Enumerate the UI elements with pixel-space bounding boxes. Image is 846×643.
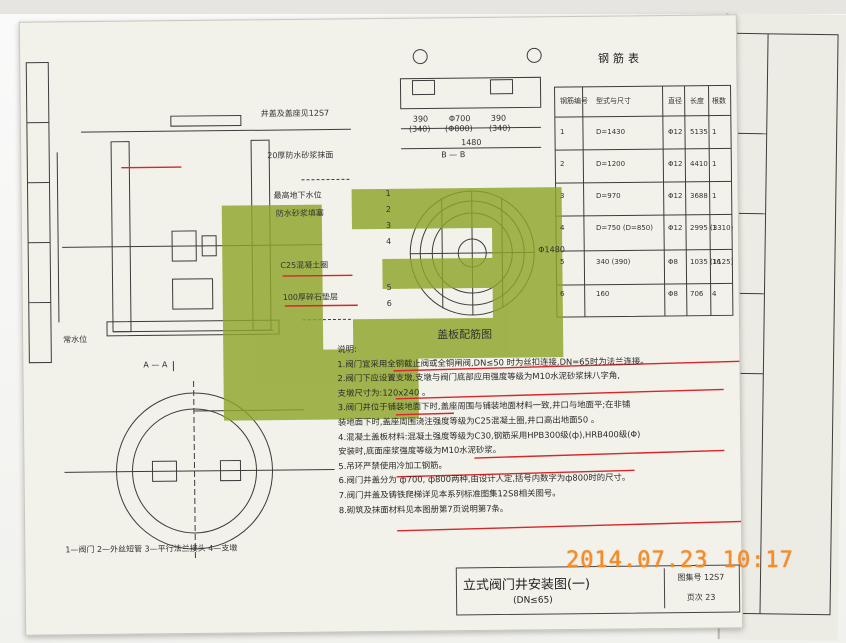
- svg-text:A — A: A — A: [143, 360, 168, 369]
- bb-dim-total: 1480: [461, 137, 482, 148]
- notes-list: 1.阀门宜采用全铜截止阀或全铜闸阀,DN≤50 时为丝扣连接,DN=65时为法兰…: [337, 353, 739, 518]
- rebar-cell-shape: D=1200: [596, 160, 626, 168]
- page-label: 页次: [686, 592, 703, 603]
- section-bb-drawing: [399, 47, 542, 150]
- rebar-cell-no: 3: [560, 192, 565, 200]
- drawing-subtitle: (DN≤65): [513, 595, 553, 606]
- rebar-cell-no: 6: [560, 290, 565, 298]
- date-stamp: 2014.07.23 10:17: [566, 548, 794, 573]
- label-concrete-ring: C25混凝土圈: [280, 260, 329, 271]
- rebar-cell-dia: Φ12: [668, 224, 683, 232]
- rebar-table-title: 钢筋表: [598, 52, 643, 65]
- cover-mark-4: 4: [386, 236, 392, 246]
- cover-mark-6: 6: [386, 298, 392, 308]
- bb-dim-1: 390: [412, 114, 429, 124]
- rebar-cell-no: 4: [560, 224, 565, 232]
- bb-dim-2: Φ700: [448, 114, 471, 124]
- rebar-table-grid: [554, 84, 734, 318]
- cover-mark-3: 3: [385, 220, 392, 230]
- cover-mark-1: 1: [385, 188, 391, 198]
- drawing-linework: A — A: [25, 47, 756, 561]
- rebar-cell-dia: Φ12: [668, 160, 683, 168]
- drawing-sheet: A — A: [18, 14, 756, 636]
- rebar-cell-shape: D=1430: [596, 128, 626, 136]
- rebar-cell-len: 4410: [690, 160, 708, 168]
- rebar-cell-shape: D=750 (D=850): [596, 224, 653, 232]
- label-mortar-fill: 防水砂浆填塞: [275, 208, 324, 219]
- label-normal-water: 常水位: [63, 335, 88, 345]
- drawing-title: 立式阀门井安装图(一): [462, 577, 591, 594]
- rebar-cell-qty: 4: [712, 290, 717, 298]
- rebar-header-2: 直径: [668, 97, 682, 105]
- rebar-header-0: 钢筋编号: [560, 97, 588, 105]
- rebar-header-1: 型式与尺寸: [596, 97, 631, 105]
- notes-block: 说明: 1.阀门宜采用全铜截止阀或全铜闸阀,DN≤50 时为丝扣连接,DN=65…: [337, 338, 739, 517]
- rebar-cell-no: 5: [560, 258, 565, 266]
- bb-dim-3: 390: [490, 113, 507, 123]
- label-plaster: 20厚防水砂浆抹面: [267, 150, 334, 161]
- background-strip: [0, 0, 846, 14]
- bb-dim-5: (Φ800): [444, 124, 473, 134]
- label-cover: 井盖及盖座见12S7: [260, 108, 330, 119]
- bb-dim-6: (340): [488, 123, 511, 133]
- red-markup: [121, 166, 756, 532]
- rebar-cell-len: 706: [690, 290, 704, 298]
- rebar-cell-shape: 160: [596, 290, 610, 298]
- cover-dim: Φ1480: [538, 245, 565, 255]
- rebar-cell-dia: Φ8: [668, 290, 678, 298]
- rebar-cell-dia: Φ12: [668, 192, 683, 200]
- watermark-logo: [221, 187, 564, 421]
- rebar-cell-len: 1035 (1125): [690, 258, 734, 266]
- cover-mark-5: 5: [386, 282, 392, 292]
- rebar-cell-len: 5135: [690, 128, 708, 136]
- rebar-cell-qty: 16: [712, 258, 721, 266]
- atlas-label: 图集号: [677, 572, 702, 583]
- rebar-cell-qty: 1: [712, 160, 717, 168]
- atlas-no: 12S7: [703, 572, 725, 582]
- rebar-cell-dia: Φ12: [668, 128, 683, 136]
- rebar-cell-qty: 1: [712, 192, 717, 200]
- page-no: 23: [705, 592, 716, 602]
- rebar-cell-no: 2: [560, 160, 565, 168]
- section-bb-label: B — B: [441, 150, 466, 160]
- rebar-cell-len: 2995 (3310): [690, 224, 734, 232]
- bb-dim-4: (340): [408, 124, 431, 134]
- rebar-cell-no: 1: [560, 128, 565, 136]
- rebar-cell-qty: 1: [712, 224, 717, 232]
- plan-legend: 1—阀门 2—外丝短管 3—平行法兰接头 4—支墩: [65, 543, 238, 555]
- cover-mark-2: 2: [385, 204, 391, 214]
- rebar-cell-shape: D=970: [596, 192, 621, 200]
- rebar-cell-shape: 340 (390): [596, 258, 631, 266]
- rebar-cell-qty: 1: [712, 128, 717, 136]
- label-gravel: 100厚碎石垫层: [282, 292, 339, 303]
- rebar-header-4: 根数: [712, 97, 726, 105]
- title-meta: 图集号 12S7 页次 23: [663, 567, 738, 609]
- rebar-header-3: 长度: [690, 97, 704, 105]
- rebar-cell-len: 3688: [690, 192, 708, 200]
- rebar-cell-dia: Φ8: [668, 258, 678, 266]
- label-high-water: 最高地下水位: [273, 190, 322, 201]
